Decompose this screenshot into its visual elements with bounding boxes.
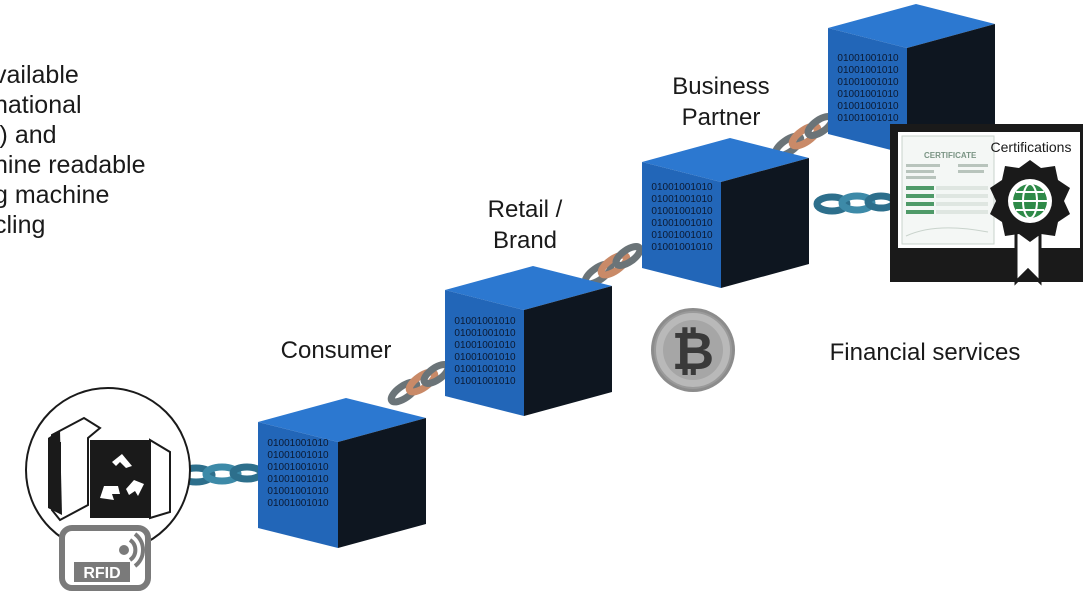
label-line: Partner <box>681 104 761 131</box>
intro-text: vailable national l) and hine readable g… <box>0 60 146 240</box>
certificate-icon: CERTIFICATE Certifica <box>890 124 1083 286</box>
bitcoin-icon: ₿ <box>651 308 735 392</box>
label-line: Brand <box>492 227 558 254</box>
block-retail-brand: 01001001010 01001001010 01001001010 0100… <box>445 266 612 416</box>
binary-text: 01001001010 <box>454 364 516 375</box>
label-line: Retail / <box>487 196 563 223</box>
binary-text: 01001001010 <box>267 474 329 485</box>
label-financial-services: Financial services <box>829 339 1021 366</box>
block-top: 01001001010 01001001010 01001001010 0100… <box>828 4 995 154</box>
binary-text: 01001001010 <box>837 101 899 112</box>
globe-badge-icon <box>990 160 1070 286</box>
rfid-label: RFID <box>83 565 120 582</box>
label-line: Business <box>672 73 770 100</box>
chain-link-icon <box>176 463 265 486</box>
binary-text: 01001001010 <box>651 182 713 193</box>
binary-text: 01001001010 <box>837 65 899 76</box>
label-business-partner: Business Partner <box>655 71 787 133</box>
chain-link-icon <box>581 243 644 288</box>
block-business-partner: 01001001010 01001001010 01001001010 0100… <box>642 138 809 288</box>
intro-line: vailable <box>0 61 79 89</box>
svg-text:₿: ₿ <box>672 322 714 382</box>
binary-text: 01001001010 <box>651 230 713 241</box>
binary-text: 01001001010 <box>267 486 329 497</box>
garment-icon <box>48 416 102 522</box>
intro-line: g machine <box>0 181 110 209</box>
intro-line: national <box>0 91 82 119</box>
binary-text: 01001001010 <box>837 53 899 64</box>
binary-text: 01001001010 <box>837 89 899 100</box>
binary-text: 01001001010 <box>267 462 329 473</box>
binary-text: 01001001010 <box>651 242 713 253</box>
binary-text: 01001001010 <box>651 218 713 229</box>
intro-line: l) and <box>0 121 57 149</box>
binary-text: 01001001010 <box>651 206 713 217</box>
binary-text: 01001001010 <box>267 438 329 449</box>
chain-link-icon <box>387 361 452 406</box>
binary-text: 01001001010 <box>454 352 516 363</box>
label-certifications: Certifications <box>991 139 1072 155</box>
binary-text: 01001001010 <box>837 113 899 124</box>
binary-text: 01001001010 <box>837 77 899 88</box>
binary-text: 01001001010 <box>651 194 713 205</box>
binary-text: 01001001010 <box>267 450 329 461</box>
binary-text: 01001001010 <box>267 498 329 509</box>
intro-line: cling <box>0 211 46 239</box>
chain-link-icon <box>813 192 898 215</box>
consumer-circle: RFID <box>25 387 191 591</box>
binary-text: 01001001010 <box>454 328 516 339</box>
block-consumer: 01001001010 01001001010 01001001010 0100… <box>258 398 426 548</box>
binary-text: 01001001010 <box>454 376 516 387</box>
certificate-heading: CERTIFICATE <box>924 151 977 160</box>
label-consumer: Consumer <box>280 337 392 364</box>
binary-text: 01001001010 <box>454 316 516 327</box>
rfid-icon: RFID <box>59 525 151 591</box>
label-retail-brand: Retail / Brand <box>470 194 580 256</box>
intro-line: hine readable <box>0 151 146 179</box>
binary-text: 01001001010 <box>454 340 516 351</box>
recycle-icon <box>90 438 171 520</box>
